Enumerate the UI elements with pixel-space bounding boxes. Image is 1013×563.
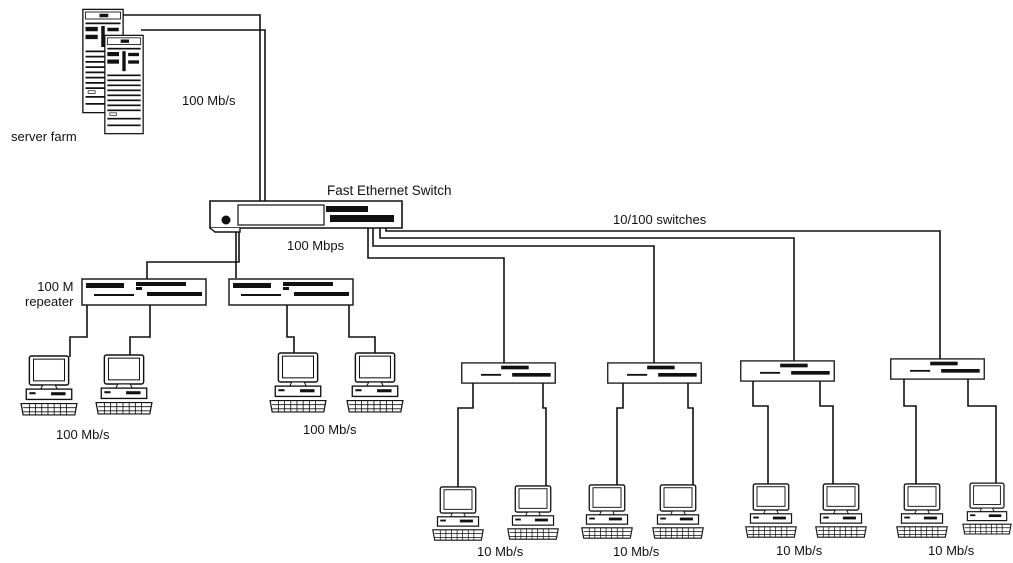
- server-link-speed-label: 100 Mb/s: [182, 93, 235, 108]
- desktop-computer-icon: [897, 484, 947, 537]
- desktop-computer-icon: [653, 485, 703, 538]
- switch3-hosts-speed-label: 10 Mb/s: [776, 543, 822, 558]
- network-switch-icon: [608, 363, 702, 383]
- repeater-label: 100 M repeater: [25, 279, 73, 309]
- repeater2-host-link-2: [349, 305, 375, 354]
- repeater1-host-link-1: [70, 305, 87, 357]
- desktop-computer-icon: [21, 356, 77, 415]
- switch1-hosts-speed-label: 10 Mb/s: [477, 544, 523, 559]
- switch4-host-link-2: [968, 378, 996, 484]
- switch2-host-link-2: [688, 382, 693, 487]
- core-speed-label: 100 Mbps: [287, 238, 344, 253]
- network-repeater-icon: [229, 279, 353, 305]
- desktop-computer-icon: [746, 484, 796, 537]
- desktop-computer-icon: [347, 353, 403, 412]
- server-tower-icon: [105, 35, 143, 133]
- network-switch-icon: [462, 363, 556, 383]
- server-uplink-2: [141, 30, 265, 202]
- desktop-computer-icon: [582, 485, 632, 538]
- switch3-host-link-1: [753, 380, 768, 485]
- switch4-host-link-1: [904, 378, 916, 486]
- switch2-hosts-speed-label: 10 Mb/s: [613, 544, 659, 559]
- network-switch-icon: [891, 359, 985, 379]
- switch-link-1: [368, 226, 504, 365]
- network-links: [70, 15, 996, 490]
- switch1-host-link-2: [543, 382, 546, 488]
- repeater1-hosts-speed-label: 100 Mb/s: [56, 427, 109, 442]
- desktop-computer-icon: [508, 486, 558, 539]
- switch3-host-link-2: [820, 380, 833, 485]
- switch-link-2: [373, 226, 654, 365]
- switch1-host-link-1: [458, 382, 473, 490]
- edge-switches-label: 10/100 switches: [613, 212, 706, 227]
- core-switch: [210, 201, 402, 232]
- desktop-computer-icon: [270, 353, 326, 412]
- switch4-hosts-speed-label: 10 Mb/s: [928, 543, 974, 558]
- desktop-computer-icon: [433, 487, 483, 540]
- server-farm: [83, 9, 143, 133]
- repeater2-hosts-speed-label: 100 Mb/s: [303, 422, 356, 437]
- core-switch-label: Fast Ethernet Switch: [327, 183, 452, 198]
- power-led-icon: [222, 216, 231, 225]
- server-farm-label: server farm: [11, 129, 77, 144]
- desktop-computer-icon: [96, 355, 152, 414]
- network-switch-icon: [741, 361, 835, 381]
- desktop-computer-icon: [816, 484, 866, 537]
- desktop-computer-icon: [963, 483, 1011, 534]
- repeater2-host-link-1: [287, 305, 294, 354]
- switch2-host-link-1: [617, 382, 623, 487]
- network-repeater-icon: [82, 279, 206, 305]
- repeater-link-1: [147, 231, 239, 279]
- repeater1-host-link-2: [130, 305, 150, 355]
